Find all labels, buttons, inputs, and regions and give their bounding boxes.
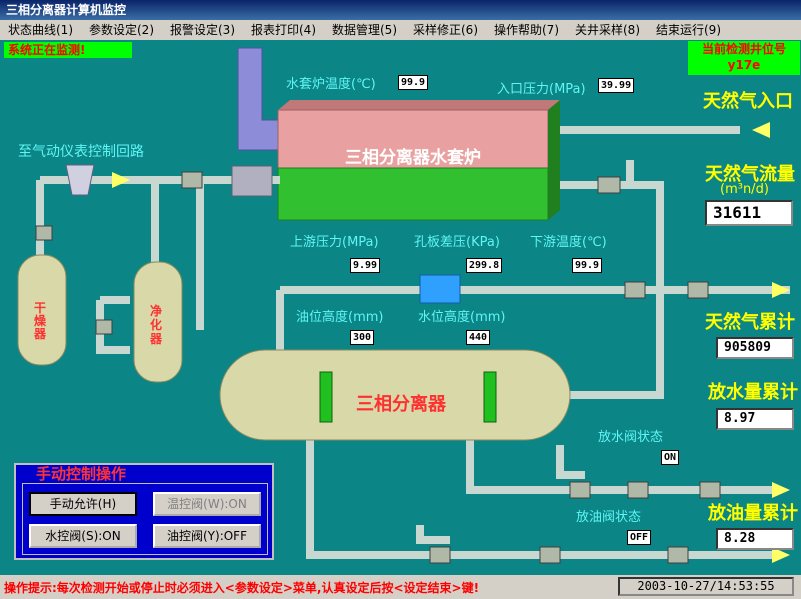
current-well-box: 当前检测井位号 y17e — [688, 41, 800, 75]
monitoring-status: 系统正在监测! — [4, 42, 132, 58]
oil-valve-state-value: OFF — [627, 530, 652, 545]
heater-label: 三相分离器水套炉 — [345, 148, 481, 168]
water-valve-state-label: 放水阀状态 — [598, 430, 664, 445]
downstream-temp-label: 下游温度(℃) — [530, 235, 607, 250]
orifice-device — [419, 274, 461, 304]
oil-level-value: 300 — [350, 330, 375, 345]
menu-help[interactable]: 操作帮助(7) — [494, 23, 559, 37]
menu-data-management[interactable]: 数据管理(5) — [332, 23, 397, 37]
menu-report-print[interactable]: 报表打印(4) — [251, 23, 316, 37]
gas-inlet-label: 天然气入口 — [703, 91, 793, 112]
oil-total-label: 放油量累计 — [708, 503, 798, 524]
water-total-label: 放水量累计 — [708, 382, 798, 403]
oil-valve-button[interactable]: 油控阀(Y):OFF — [153, 524, 261, 548]
manual-control-title: 手动控制操作 — [36, 465, 127, 483]
datetime-display: 2003-10-27/14:53:55 — [618, 577, 794, 596]
window-title: 三相分离器计算机监控 — [0, 0, 801, 20]
inlet-pressure-label: 入口压力(MPa) — [497, 82, 586, 97]
gas-total-value: 905809 — [716, 337, 794, 359]
purifier-label: 净化器 — [150, 304, 163, 346]
water-total-value: 8.97 — [716, 408, 794, 430]
oil-valve-state-label: 放油阀状态 — [576, 510, 642, 525]
oil-total-value: 8.28 — [716, 528, 794, 550]
manual-control-panel: 手动控制操作 手动允许(H) 温控阀(W):ON 水控阀(S):ON 油控阀(Y… — [14, 463, 274, 560]
menu-status-curve[interactable]: 状态曲线(1) — [8, 23, 73, 37]
orifice-dp-label: 孔板差压(KPa) — [414, 235, 500, 250]
purifier-vessel — [133, 261, 183, 383]
temp-valve-button[interactable]: 温控阀(W):ON — [153, 492, 261, 516]
water-valve-state-value: ON — [661, 450, 680, 465]
pneumatic-label: 至气动仪表控制回路 — [18, 144, 144, 160]
water-level-label: 水位高度(mm) — [418, 310, 506, 325]
gas-flow-label: 天然气流量 — [705, 164, 795, 185]
operation-hint: 操作提示:每次检测开始或停止时必须进入<参数设定>菜单,认真设定后按<设定结束>… — [4, 581, 480, 595]
gas-flow-value: 31611 — [705, 200, 793, 226]
water-valve-button[interactable]: 水控阀(S):ON — [29, 524, 137, 548]
status-bar: 操作提示:每次检测开始或停止时必须进入<参数设定>菜单,认真设定后按<设定结束>… — [0, 575, 801, 599]
menu-sample-correction[interactable]: 采样修正(6) — [413, 23, 478, 37]
gas-total-label: 天然气累计 — [705, 312, 795, 333]
separator-vessel — [219, 349, 571, 441]
jacket-temp-value: 99.9 — [398, 75, 429, 90]
upstream-pressure-value: 9.99 — [350, 258, 381, 273]
menu-close-well[interactable]: 关井采样(8) — [575, 23, 640, 37]
upstream-pressure-label: 上游压力(MPa) — [290, 235, 379, 250]
water-drain-pipe — [466, 440, 780, 494]
menu-exit[interactable]: 结束运行(9) — [656, 23, 721, 37]
downstream-temp-value: 99.9 — [572, 258, 603, 273]
menu-bar: 状态曲线(1) 参数设定(2) 报警设定(3) 报表打印(4) 数据管理(5) … — [0, 20, 801, 40]
jacket-temp-label: 水套炉温度(℃) — [286, 77, 376, 92]
process-diagram — [17, 47, 790, 564]
oil-level-label: 油位高度(mm) — [296, 310, 384, 325]
dryer-label: 干燥器 — [34, 301, 47, 341]
menu-alarm-settings[interactable]: 报警设定(3) — [170, 23, 235, 37]
manual-allow-button[interactable]: 手动允许(H) — [29, 492, 137, 516]
inlet-pressure-value: 39.99 — [598, 78, 635, 93]
current-well-label: 当前检测井位号 — [701, 42, 786, 56]
oil-drain-pipe — [306, 440, 780, 559]
water-level-value: 440 — [466, 330, 491, 345]
heater-bottom — [277, 167, 549, 221]
separator-label: 三相分离器 — [356, 394, 446, 415]
current-well-id: y17e — [727, 58, 761, 72]
menu-param-settings[interactable]: 参数设定(2) — [89, 23, 154, 37]
orifice-dp-value: 299.8 — [466, 258, 503, 273]
gas-flow-unit: (m³n/d) — [720, 182, 769, 197]
dryer-vessel — [17, 254, 67, 366]
